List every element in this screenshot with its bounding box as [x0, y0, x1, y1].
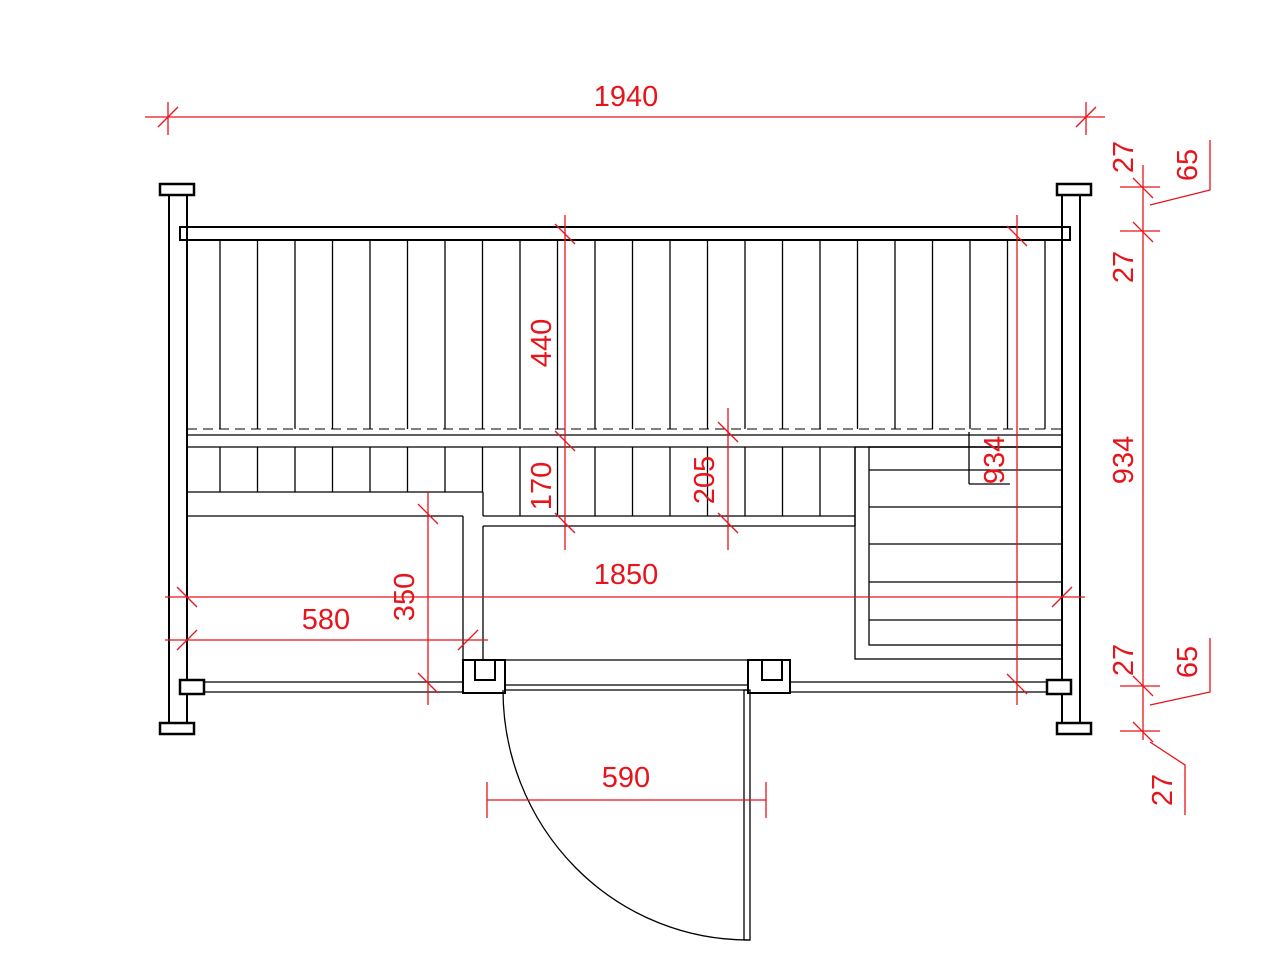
- dim-upper-bench-depth: 440: [526, 319, 558, 367]
- left-wall: [168, 194, 188, 724]
- right-wall: [1061, 194, 1081, 724]
- dim-wall-top-gap: 27: [1108, 251, 1140, 283]
- left-floor-bench: [187, 515, 484, 660]
- dim-inner-width: 1850: [594, 559, 659, 591]
- upper-bench: [187, 240, 1062, 448]
- dim-lower-bench-step: 205: [689, 456, 721, 504]
- corner-post-top-left: [158, 182, 196, 197]
- dim-bench-left-width: 580: [302, 604, 350, 636]
- sauna-structure: [158, 182, 1093, 941]
- door-frame: [462, 659, 791, 694]
- dim-wall-bottom: 27: [1108, 644, 1140, 676]
- front-wall-end-right: [1045, 678, 1073, 696]
- dimensions: 1940 1850 580 590 350 440 170: [145, 81, 1211, 818]
- corner-post-top-right: [1055, 182, 1093, 197]
- dim-lower-bench-depth: 170: [526, 462, 558, 510]
- corner-post-bottom-left: [158, 721, 196, 736]
- dim-wall-top-total: 65: [1172, 149, 1204, 181]
- dim-outer-depth: 934: [1108, 436, 1140, 484]
- door-leaf: [743, 689, 751, 941]
- corner-post-bottom-right: [1055, 721, 1093, 736]
- door-swing-arc: [502, 689, 751, 941]
- heater-step-block: [854, 432, 1063, 660]
- back-wall: [179, 226, 1071, 241]
- dim-wall-top: 27: [1108, 141, 1140, 173]
- dim-inner-depth: 934: [979, 436, 1011, 484]
- door: [502, 684, 751, 941]
- dim-wall-bottom-gap: 27: [1147, 774, 1179, 806]
- lower-bench: [187, 447, 856, 527]
- dim-overall-width: 1940: [594, 81, 659, 113]
- dim-bench-left-depth: 350: [389, 573, 421, 621]
- dim-door-width: 590: [602, 762, 650, 794]
- dim-wall-bottom-total: 65: [1172, 646, 1204, 678]
- front-wall-end-left: [178, 678, 206, 696]
